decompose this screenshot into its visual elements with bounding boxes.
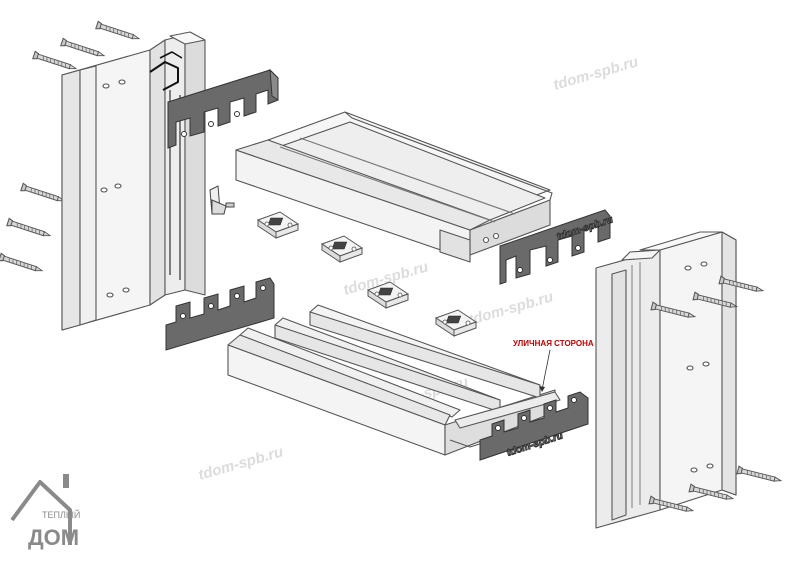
- right-vertical-profile: [595, 231, 737, 529]
- top-horizontal-profile: [235, 111, 553, 263]
- logo-line2: ДОМ: [28, 525, 79, 550]
- watermark-text: tdom-spb.ru: [196, 443, 285, 483]
- small-latch-clip: [209, 185, 235, 215]
- bottom-horizontal-profile: [227, 304, 561, 456]
- watermark-text: tdom-spb.ru: [551, 53, 640, 93]
- comb-plate-top-left: [167, 68, 279, 149]
- left-vertical-profile: [61, 31, 206, 331]
- brand-logo: ТЕПЛЫЙ ДОМ: [10, 474, 80, 550]
- watermark-text: tdom-spb.ru: [466, 288, 555, 328]
- logo-line1: ТЕПЛЫЙ: [42, 509, 80, 520]
- street-side-annotation: УЛИЧНАЯ СТОРОНА: [513, 339, 594, 392]
- street-side-label: УЛИЧНАЯ СТОРОНА: [513, 339, 594, 348]
- comb-plate-bottom-left: [165, 277, 275, 351]
